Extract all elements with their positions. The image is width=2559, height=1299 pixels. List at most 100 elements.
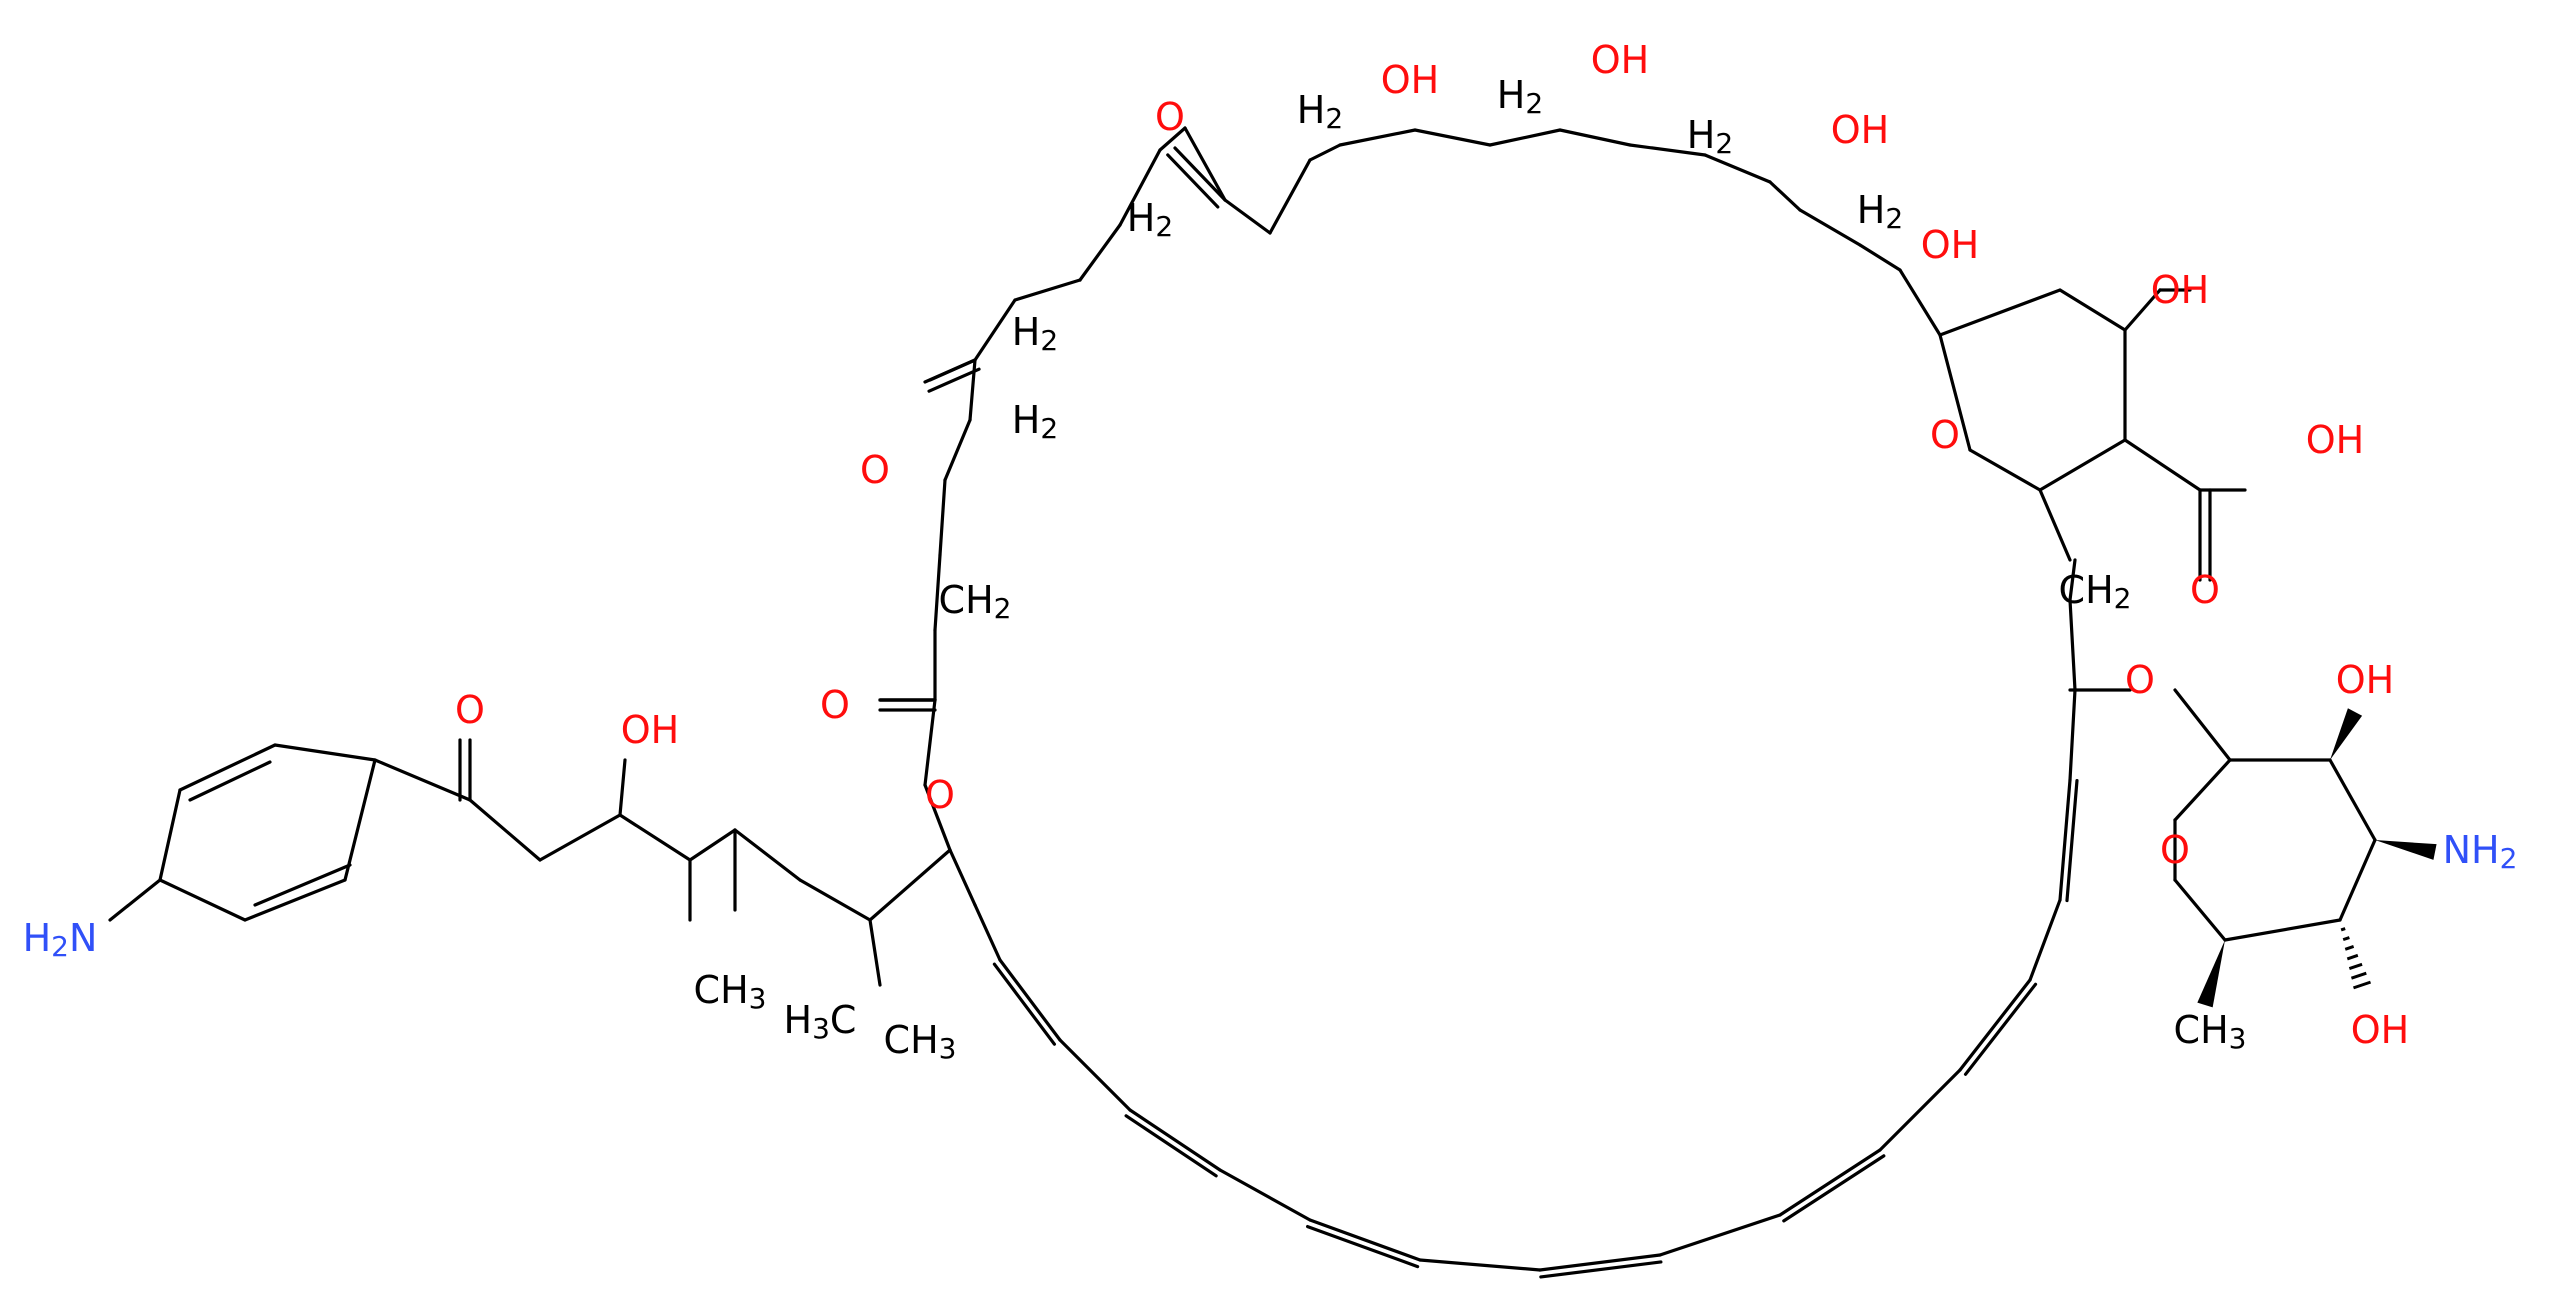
sugar-hydroxyl-top: OH <box>2336 658 2394 702</box>
polyene-double <box>1778 1148 1882 1217</box>
sugar-amine: NH2 <box>2443 828 2518 875</box>
bond <box>2038 488 2072 562</box>
ring-top <box>1183 126 1227 202</box>
ch2-label: H2 <box>1857 188 1903 235</box>
aryl-ring <box>273 743 377 762</box>
sugar-ring <box>2173 688 2232 762</box>
ring-top-right <box>1858 243 1902 272</box>
ch2-label: H2 <box>1497 73 1543 120</box>
ch2-label: H2 <box>1012 398 1058 445</box>
ch2-label: H2 <box>1687 113 1733 160</box>
polyene-double <box>2058 778 2072 902</box>
ring-top-right <box>1703 153 1772 184</box>
aryl-ring <box>158 878 247 922</box>
sugar-hydroxyl-bottom: OH <box>2351 1008 2409 1052</box>
ring-top <box>1223 198 1272 235</box>
side-chain <box>618 813 692 862</box>
hash-stroke <box>2342 936 2350 942</box>
bond <box>108 878 162 922</box>
polyene-double-second <box>992 962 1057 1046</box>
sugar-ch3-wedge <box>2197 940 2225 1008</box>
sugar-ring <box>2338 838 2377 922</box>
carboxyl-hydroxyl: OH <box>2306 418 2364 462</box>
polyene-single <box>1658 1213 1782 1257</box>
ring-top-right <box>1413 128 1492 147</box>
hash-stroke <box>2352 980 2372 990</box>
hash-stroke <box>2348 962 2363 971</box>
polyene-double <box>998 958 1062 1042</box>
polyene-double-second <box>1124 1114 1218 1178</box>
hash-stroke <box>2340 927 2346 932</box>
ring-left-upper <box>1013 278 1082 302</box>
sugar-ring-oxygen: O <box>2160 828 2190 872</box>
pyran-ring <box>1938 288 2062 337</box>
ketone-mid-bond-second <box>927 367 981 393</box>
ch2-label: CH2 <box>939 578 1012 625</box>
ring-right-lower <box>2068 558 2077 602</box>
sugar-methyl: CH3 <box>2174 1008 2247 1055</box>
bond <box>253 863 352 907</box>
side-chain <box>538 813 622 862</box>
polyene-double-second <box>1539 1260 1663 1279</box>
pyran-ring <box>1938 333 1972 452</box>
hydroxyl-label: OH <box>1591 38 1649 82</box>
bond <box>868 918 882 987</box>
bond <box>923 698 937 787</box>
side-chain <box>798 878 872 922</box>
aryl-amine: H2N <box>23 916 98 963</box>
hash-stroke <box>2344 945 2355 951</box>
sugar-oh-hash <box>2340 927 2372 990</box>
ketone-oxygen-mid: O <box>860 448 890 492</box>
ring-top-right <box>1338 128 1417 147</box>
polyene-double-second <box>1306 1224 1420 1269</box>
glycosidic-oxygen: O <box>2125 658 2155 702</box>
hemiketal-hydroxyl: OH <box>1921 223 1979 267</box>
carboxyl-oxygen: O <box>2190 568 2220 612</box>
ketone-oxygen-top: O <box>1155 95 1185 139</box>
ring-right-lower <box>2068 598 2077 692</box>
side-chain <box>688 828 737 862</box>
hash-stroke <box>2346 953 2359 961</box>
ketone-top-bond <box>1173 146 1227 202</box>
ring-top-right <box>1628 143 1707 157</box>
ring-top-right <box>1768 180 1802 212</box>
ring-left-lower <box>973 903 1002 962</box>
sugar-ring <box>2328 758 2377 842</box>
ring-left-upper <box>968 358 977 422</box>
polyene-single <box>1218 1168 1312 1222</box>
ch2-label: CH2 <box>2059 568 2132 615</box>
ch2-label: H2 <box>1127 196 1173 243</box>
polyene-double <box>1128 1108 1222 1172</box>
ch2-label: H2 <box>1012 310 1058 357</box>
pyran-ring <box>2058 288 2127 332</box>
ester-oxygen: O <box>820 683 850 727</box>
bond <box>2123 438 2202 492</box>
bond <box>188 760 272 802</box>
bond-layer <box>108 126 2437 1279</box>
side-chain <box>373 758 472 802</box>
sugar-oh-wedge <box>2330 708 2363 760</box>
bond <box>1308 143 1342 162</box>
aryl-ring <box>343 758 377 882</box>
side-chain <box>468 798 542 862</box>
sugar-ring <box>2173 878 2227 942</box>
side-methyl: CH3 <box>884 1018 957 1065</box>
ring-left-upper <box>1078 223 1122 282</box>
hydroxyl-label: OH <box>1831 108 1889 152</box>
ring-left-lower <box>948 848 977 907</box>
aryl-ring <box>178 743 277 792</box>
polyene-double <box>1308 1218 1422 1262</box>
ring-top-right <box>1488 128 1562 147</box>
ring-left-lower <box>923 783 952 852</box>
aryl-ring <box>243 878 347 922</box>
polyene-double-second <box>1963 982 2038 1076</box>
bond <box>1268 158 1312 235</box>
ring-left <box>938 478 947 557</box>
lactone-ring-oxygen: O <box>925 773 955 817</box>
polyene-single <box>2028 898 2062 982</box>
sugar-ring <box>2223 918 2342 942</box>
ring-top-right <box>1898 268 1942 337</box>
